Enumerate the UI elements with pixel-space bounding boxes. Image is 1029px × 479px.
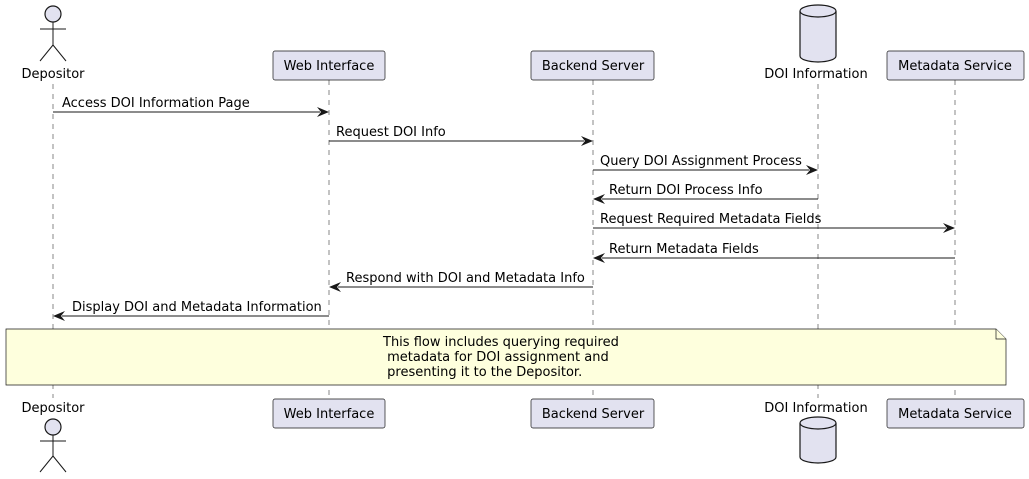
participant-backend-server-top: Backend Server: [530, 50, 655, 81]
message-label: Query DOI Assignment Process: [600, 154, 802, 169]
actor-icon: [39, 5, 67, 62]
participant-label: Web Interface: [284, 407, 375, 422]
arrow-right-icon: [317, 107, 329, 117]
participant-doi-information-bottom: DOI Information: [764, 401, 868, 464]
message-label: Respond with DOI and Metadata Info: [346, 271, 585, 286]
message-8: Display DOI and Metadata Information: [53, 300, 329, 321]
participant-metadata-service-top: Metadata Service: [886, 50, 1025, 81]
participant-label: Web Interface: [284, 59, 375, 74]
participant-label: Metadata Service: [898, 407, 1012, 422]
participant-label: Backend Server: [542, 59, 645, 74]
arrow-left-icon: [53, 311, 65, 321]
participant-label: Depositor: [22, 401, 86, 416]
message-label: Access DOI Information Page: [62, 96, 250, 111]
note: This flow includes querying required met…: [5, 328, 1007, 386]
participant-label: Backend Server: [542, 407, 645, 422]
database-icon: [799, 416, 837, 464]
message-1: Access DOI Information Page: [53, 96, 329, 117]
message-6: Return Metadata Fields: [593, 242, 955, 263]
participant-web-interface-bottom: Web Interface: [272, 398, 386, 429]
participant-backend-server-bottom: Backend Server: [530, 398, 655, 429]
message-5: Request Required Metadata Fields: [593, 212, 955, 233]
participant-label: DOI Information: [764, 401, 867, 416]
message-7: Respond with DOI and Metadata Info: [329, 271, 593, 292]
arrow-right-icon: [581, 136, 593, 146]
participant-depositor-bottom: Depositor: [22, 401, 86, 473]
participant-web-interface-top: Web Interface: [272, 50, 386, 81]
message-3: Query DOI Assignment Process: [593, 154, 818, 175]
database-icon: [799, 4, 837, 63]
message-2: Request DOI Info: [329, 125, 593, 146]
participant-label: Metadata Service: [898, 59, 1012, 74]
message-label: Display DOI and Metadata Information: [72, 300, 322, 315]
message-label: Return DOI Process Info: [609, 183, 763, 198]
actor-icon: [39, 418, 67, 473]
note-line-2: metadata for DOI assignment and: [383, 350, 609, 365]
arrow-right-icon: [806, 165, 818, 175]
participant-doi-information-top: DOI Information: [764, 4, 868, 82]
arrow-left-icon: [593, 253, 605, 263]
arrow-left-icon: [329, 282, 341, 292]
arrow-right-icon: [943, 223, 955, 233]
participant-label: Depositor: [22, 67, 86, 82]
message-label: Request Required Metadata Fields: [600, 212, 822, 227]
message-4: Return DOI Process Info: [593, 183, 818, 204]
arrow-left-icon: [593, 194, 605, 204]
participant-metadata-service-bottom: Metadata Service: [886, 398, 1025, 429]
message-label: Return Metadata Fields: [609, 242, 759, 257]
note-line-1: This flow includes querying required: [382, 335, 619, 350]
participant-depositor-top: Depositor: [22, 5, 86, 82]
note-line-3: presenting it to the Depositor.: [383, 365, 582, 380]
message-label: Request DOI Info: [336, 125, 446, 140]
participant-label: DOI Information: [764, 67, 867, 82]
